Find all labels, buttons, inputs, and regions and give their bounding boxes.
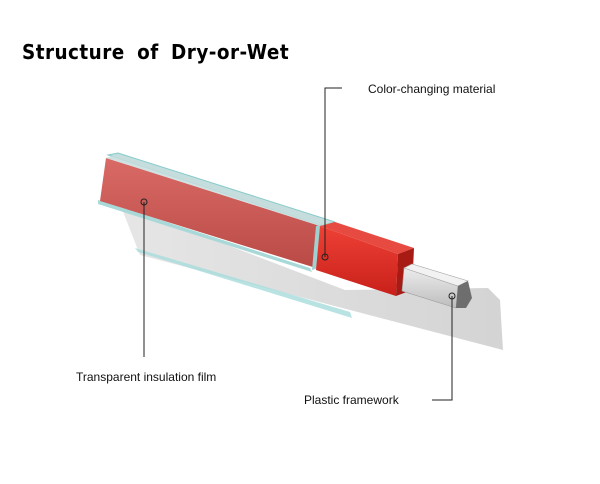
device-shadow (120, 204, 503, 350)
diagram-title: Structure of Dry-or-Wet (22, 40, 290, 64)
film-front-edge (98, 200, 312, 272)
dot-insulation-film (140, 198, 148, 206)
red-body-top (106, 154, 333, 226)
dot-plastic-framework (448, 292, 456, 300)
red-body-front (100, 158, 320, 268)
color-block-top (320, 222, 414, 254)
leader-plastic-framework (432, 296, 453, 401)
label-transparent-insulation-film: Transparent insulation film (76, 370, 217, 384)
leader-color-material (324, 87, 342, 257)
label-color-changing-material: Color-changing material (368, 82, 496, 96)
label-plastic-framework: Plastic framework (304, 393, 399, 407)
frame-end (456, 281, 472, 308)
dot-color-material (321, 253, 329, 261)
film-reflection (135, 248, 352, 318)
color-block-front (316, 226, 398, 296)
